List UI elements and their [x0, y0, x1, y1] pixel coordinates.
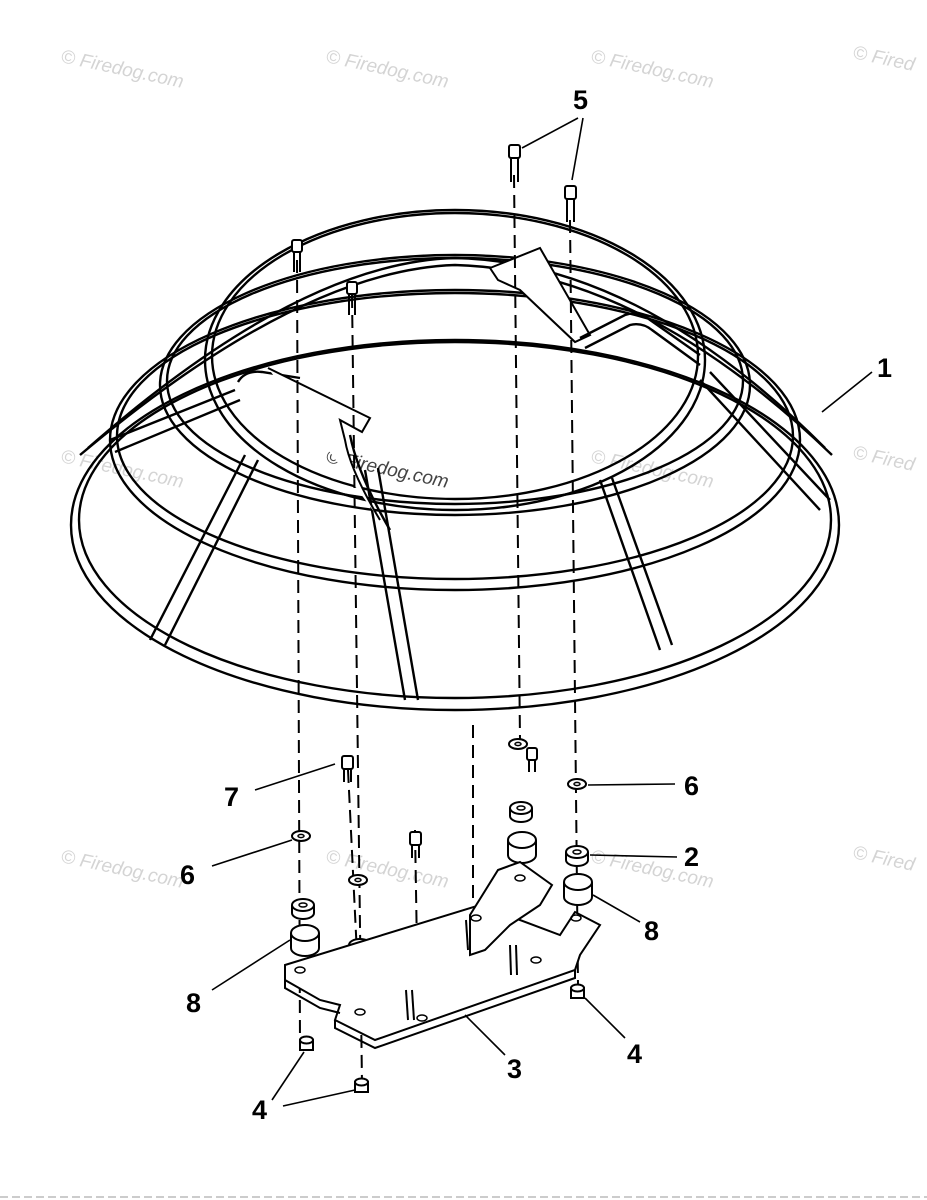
callout-4-right: 4 [627, 1039, 642, 1069]
leader-lines [211, 117, 873, 1107]
callout-5: 5 [573, 85, 588, 115]
mount-bracket-3 [284, 860, 602, 1050]
bolt-5 [291, 144, 577, 315]
callout-3: 3 [507, 1054, 522, 1084]
callout-6-left: 6 [180, 860, 195, 890]
watermark: © Firedog.com [324, 46, 451, 93]
watermark: © Firedog.com [589, 46, 716, 93]
callout-8-right: 8 [644, 916, 659, 946]
callout-1: 1 [877, 353, 892, 383]
watermark: © Fired [851, 842, 918, 876]
watermark: © Fired [851, 442, 918, 476]
watermark: © Firedog.com [59, 446, 186, 493]
washer-6 [291, 738, 587, 886]
callout-labels: 1 5 7 6 6 2 8 8 3 4 4 [180, 85, 892, 1125]
bolt-7 [341, 747, 538, 858]
guard-frame [69, 208, 841, 712]
watermark-layer: © Firedog.com © Firedog.com © Firedog.co… [59, 42, 918, 893]
watermark: © Fired [851, 42, 918, 76]
watermark: © Firedog.com [59, 846, 186, 893]
callout-8-left: 8 [186, 988, 201, 1018]
callout-7: 7 [224, 782, 239, 812]
callout-4-left: 4 [252, 1095, 267, 1125]
nut-4 [299, 983, 585, 1093]
watermark: © Firedog.com [59, 46, 186, 93]
watermark: © Firedog.com [324, 846, 451, 893]
callout-6-right: 6 [684, 771, 699, 801]
callout-2: 2 [684, 842, 699, 872]
